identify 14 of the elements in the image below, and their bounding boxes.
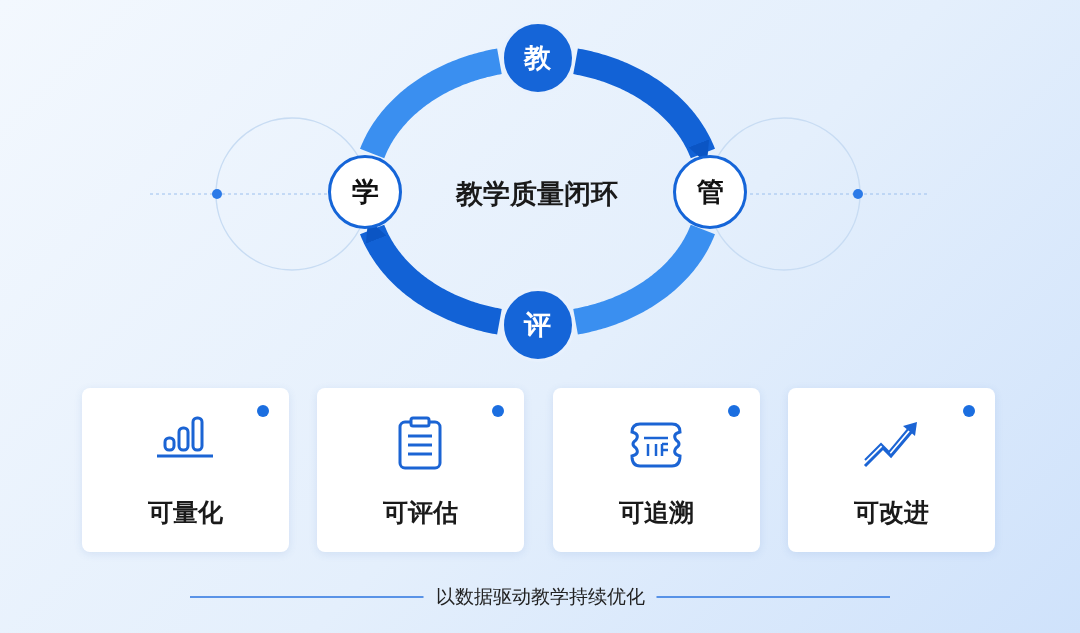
feature-card	[317, 388, 524, 552]
stage-label: 管	[696, 174, 724, 209]
ring-title: 教学质量闭环	[456, 177, 618, 211]
card-title: 可改进	[853, 497, 930, 529]
stage-label: 学	[351, 174, 379, 209]
card-title: 可追溯	[618, 497, 695, 529]
feature-card	[82, 388, 289, 552]
stage-label: 教	[524, 41, 551, 75]
card-title: 可量化	[147, 497, 224, 529]
card-title: 可评估	[382, 497, 459, 529]
footer-slogan: 以数据驱动教学持续优化	[435, 584, 645, 609]
stage-label: 评	[524, 308, 551, 342]
feature-card	[553, 388, 760, 552]
feature-card	[788, 388, 995, 552]
